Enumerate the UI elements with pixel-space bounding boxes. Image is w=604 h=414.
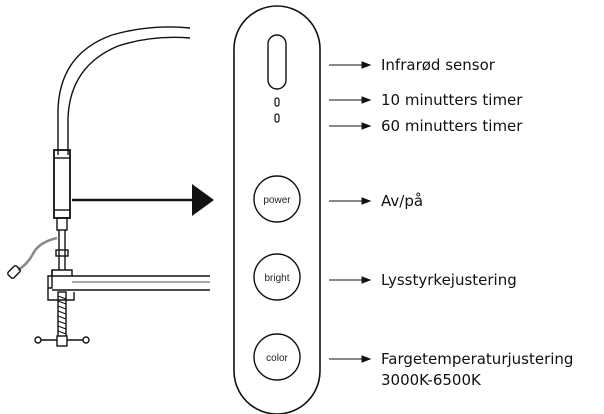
control-panel: power bright color <box>233 5 321 414</box>
pointer-arrow <box>72 184 214 216</box>
callout-color-temperature: Fargetemperaturjustering <box>381 350 573 368</box>
callout-power: Av/på <box>381 192 423 210</box>
power-button-label: power <box>263 195 291 206</box>
bright-button[interactable]: bright <box>253 253 301 301</box>
desk-lamp-illustration <box>7 26 210 347</box>
callout-60-minute-timer: 60 minutters timer <box>381 117 523 135</box>
cable-plug <box>7 265 21 279</box>
clamp <box>47 269 73 289</box>
callout-arrows <box>329 61 372 363</box>
timer-60-indicator <box>274 113 280 123</box>
bright-button-label: bright <box>264 273 289 284</box>
timer-10-indicator <box>274 97 280 107</box>
callout-color-temperature-range: 3000K-6500K <box>381 371 482 389</box>
color-button-label: color <box>266 353 288 364</box>
gooseneck-arm <box>57 26 191 155</box>
lamp-joint <box>56 217 68 231</box>
callout-infrared-sensor: Infrarød sensor <box>381 56 496 74</box>
gooseneck-arm-inner <box>67 36 191 155</box>
color-button[interactable]: color <box>253 333 301 381</box>
infrared-sensor <box>267 34 287 90</box>
power-cable <box>17 236 58 272</box>
callout-10-minute-timer: 10 minutters timer <box>381 91 523 109</box>
power-button[interactable]: power <box>253 175 301 223</box>
callout-brightness: Lysstyrkejustering <box>381 271 517 289</box>
control-housing <box>53 149 71 219</box>
